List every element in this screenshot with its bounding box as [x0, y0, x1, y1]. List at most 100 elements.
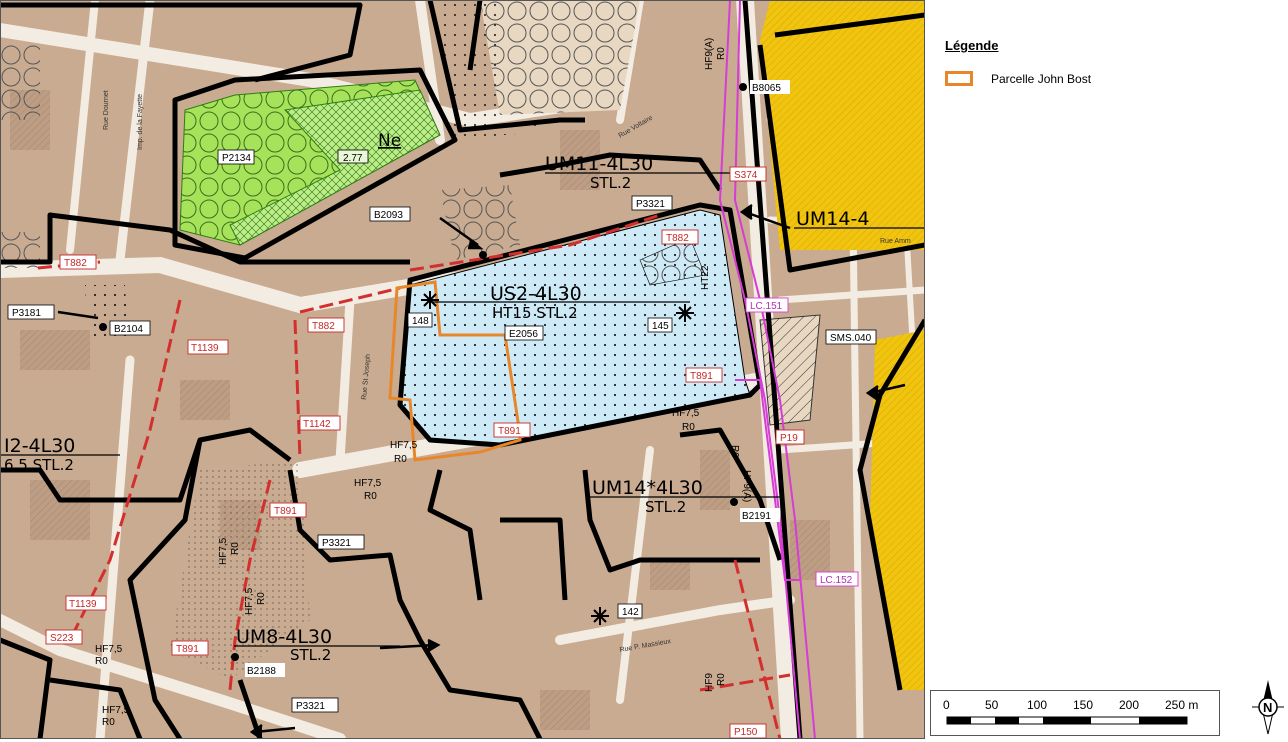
- zone-left-main: I2-4L30: [4, 435, 75, 457]
- zone-um11-main: UM11-4L30: [545, 153, 653, 175]
- svg-text:SMS.040: SMS.040: [830, 333, 872, 344]
- svg-text:HT22: HT22: [700, 265, 711, 290]
- reservation-labels: T882 T882 T882 T1139 T1139 T1142 T891 T8…: [45, 166, 805, 739]
- height-labels: HF9(A) R0 HT22 HF7,5R0 HF7,5R0 HF7,5R0 H…: [95, 38, 752, 728]
- dotted-zone-north: [440, 0, 560, 140]
- svg-text:148: 148: [412, 316, 429, 327]
- svg-text:HF7,5: HF7,5: [672, 408, 700, 419]
- svg-text:HF9(A): HF9(A): [704, 38, 715, 70]
- svg-text:T1139: T1139: [69, 599, 97, 610]
- svg-text:HF7,5: HF7,5: [354, 478, 382, 489]
- svg-text:P3321: P3321: [636, 199, 665, 210]
- svg-text:T882: T882: [666, 233, 689, 244]
- svg-text:B2104: B2104: [114, 324, 143, 335]
- zone-us2-sub: HT15 STL.2: [492, 304, 578, 322]
- zone-ne: Ne: [378, 131, 401, 151]
- zone-um8-sub: STL.2: [290, 646, 331, 664]
- zone-um14-main: UM14*4L30: [592, 477, 703, 499]
- legend-item: Parcelle John Bost: [945, 71, 1265, 86]
- svg-text:B2188: B2188: [247, 666, 276, 677]
- svg-text:Rue St Joseph: Rue St Joseph: [361, 354, 372, 400]
- tree-block-left: [0, 232, 40, 268]
- yellow-zone: [760, 0, 925, 250]
- svg-text:HF7,5: HF7,5: [390, 440, 418, 451]
- svg-text:R0: R0: [364, 491, 377, 502]
- scale-bar: 0 50 100 150 200 250 m: [930, 690, 1220, 736]
- svg-text:S374: S374: [734, 170, 758, 181]
- zone-um11-sub: STL.2: [590, 174, 631, 192]
- zone-us2-main: US2-4L30: [490, 283, 582, 305]
- parcelle-john-bost[interactable]: [388, 280, 522, 462]
- zone-boundaries: [0, 0, 925, 739]
- svg-text:R0: R0: [394, 454, 407, 465]
- svg-text:LC.152: LC.152: [820, 575, 853, 586]
- svg-text:T891: T891: [176, 644, 199, 655]
- svg-text:R0: R0: [729, 445, 740, 458]
- svg-text:LC.151: LC.151: [750, 301, 783, 312]
- svg-text:HF7,5: HF7,5: [95, 644, 123, 655]
- svg-text:HF9(A): HF9(A): [741, 470, 752, 502]
- legend-swatch-parcelle: [945, 71, 973, 86]
- svg-text:S223: S223: [50, 633, 74, 644]
- scale-tick-100: 100: [1027, 698, 1047, 712]
- zone-um14-edge: UM14-4: [796, 208, 869, 230]
- svg-text:B8065: B8065: [752, 83, 781, 94]
- svg-text:P150: P150: [734, 727, 758, 738]
- parcel-labels: P2134 2.77 B2093 B2104 P3181 P3321 P3321…: [7, 80, 877, 713]
- svg-text:HF7,5: HF7,5: [102, 705, 130, 716]
- svg-text:P3181: P3181: [12, 308, 41, 319]
- dotted-zone-b2093: [440, 185, 520, 260]
- zoning-map[interactable]: US2-4L30 HT15 STL.2 Ne UM11-4L30 STL.2 U…: [0, 0, 925, 739]
- svg-text:HF7,5: HF7,5: [244, 587, 255, 615]
- scale-tick-250: 250 m: [1165, 698, 1198, 712]
- svg-text:T1142: T1142: [303, 419, 331, 430]
- svg-text:P3321: P3321: [296, 701, 325, 712]
- svg-text:T891: T891: [498, 426, 521, 437]
- svg-text:2.77: 2.77: [343, 153, 363, 164]
- yellow-zone-lower: [870, 330, 925, 690]
- svg-text:R0: R0: [716, 673, 727, 686]
- us2-circle-sub: [639, 237, 706, 286]
- tree-block-topleft: [0, 45, 40, 120]
- svg-text:142: 142: [622, 607, 639, 618]
- asterisk-markers: [421, 291, 694, 625]
- zone-left-sub: 6,5 STL.2: [4, 456, 74, 474]
- building-blocks: [10, 90, 830, 730]
- north-arrow-icon: N: [1248, 678, 1288, 736]
- svg-text:R0: R0: [102, 717, 115, 728]
- scale-tick-0: 0: [943, 698, 950, 712]
- reservation-lines: [37, 213, 791, 739]
- svg-text:T891: T891: [690, 371, 713, 382]
- legend-title: Légende: [945, 38, 999, 53]
- svg-text:T882: T882: [64, 258, 87, 269]
- north-letter: N: [1263, 700, 1272, 715]
- svg-text:HF7,5: HF7,5: [218, 537, 229, 565]
- svg-text:R0: R0: [95, 656, 108, 667]
- svg-text:P3321: P3321: [322, 538, 351, 549]
- arrows: [57, 203, 906, 739]
- svg-text:Imp. de la Fayette: Imp. de la Fayette: [137, 94, 144, 150]
- svg-text:Rue Dournet: Rue Dournet: [103, 90, 110, 130]
- svg-text:R0: R0: [716, 47, 727, 60]
- svg-text:T891: T891: [274, 506, 297, 517]
- svg-text:R0: R0: [230, 542, 241, 555]
- svg-text:R0: R0: [682, 422, 695, 433]
- svg-text:B2191: B2191: [742, 511, 771, 522]
- zone-um8-main: UM8-4L30: [236, 626, 332, 648]
- zone-um14-sub: STL.2: [645, 498, 686, 516]
- svg-text:Rue Amm: Rue Amm: [880, 238, 911, 245]
- svg-text:P19: P19: [780, 433, 798, 444]
- scale-tick-50: 50: [985, 698, 999, 712]
- svg-text:B2093: B2093: [374, 210, 403, 221]
- point-markers: [99, 83, 747, 661]
- ne-cross-hatch: [229, 89, 441, 246]
- svg-text:145: 145: [652, 321, 669, 332]
- svg-text:T1139: T1139: [191, 343, 219, 354]
- scale-tick-150: 150: [1073, 698, 1093, 712]
- svg-text:T882: T882: [312, 321, 335, 332]
- svg-text:R0: R0: [256, 592, 267, 605]
- svg-text:E2056: E2056: [509, 329, 538, 340]
- legend-label-parcelle: Parcelle John Bost: [991, 71, 1092, 86]
- scale-tick-200: 200: [1119, 698, 1139, 712]
- legend: Légende Parcelle John Bost: [945, 38, 1265, 86]
